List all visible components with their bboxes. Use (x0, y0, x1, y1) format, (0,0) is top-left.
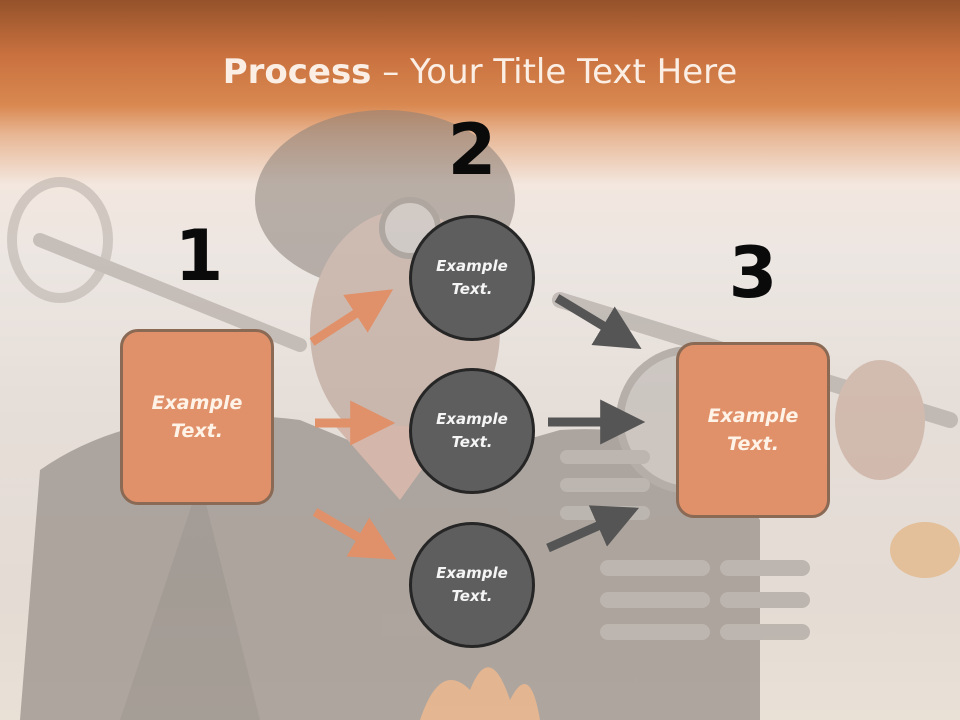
circle-middle-text: Example Text. (436, 409, 508, 451)
step-number-2: 2 (447, 109, 497, 191)
slide-title: Process – Your Title Text Here (0, 52, 960, 92)
step-number-3: 3 (728, 232, 778, 314)
arrow-right-bottom (546, 505, 640, 553)
arrow-left-bottom (312, 508, 397, 560)
step-number-1: 1 (174, 215, 224, 297)
step-2-circle-bottom[interactable]: Example Text. (409, 522, 535, 648)
step-3-box[interactable]: Example Text. (676, 342, 830, 518)
arrow-left-top (309, 289, 394, 346)
circle-bottom-text: Example Text. (436, 563, 508, 605)
title-rest: – Your Title Text Here (371, 52, 738, 92)
arrow-right-top (554, 294, 642, 350)
step-2-circle-middle[interactable]: Example Text. (409, 368, 535, 494)
step-3-text: Example Text. (707, 404, 799, 456)
title-bold: Process (222, 52, 372, 92)
circle-top-text: Example Text. (436, 256, 508, 298)
step-1-box[interactable]: Example Text. (120, 329, 274, 505)
step-1-text: Example Text. (151, 391, 243, 443)
step-2-circle-top[interactable]: Example Text. (409, 215, 535, 341)
